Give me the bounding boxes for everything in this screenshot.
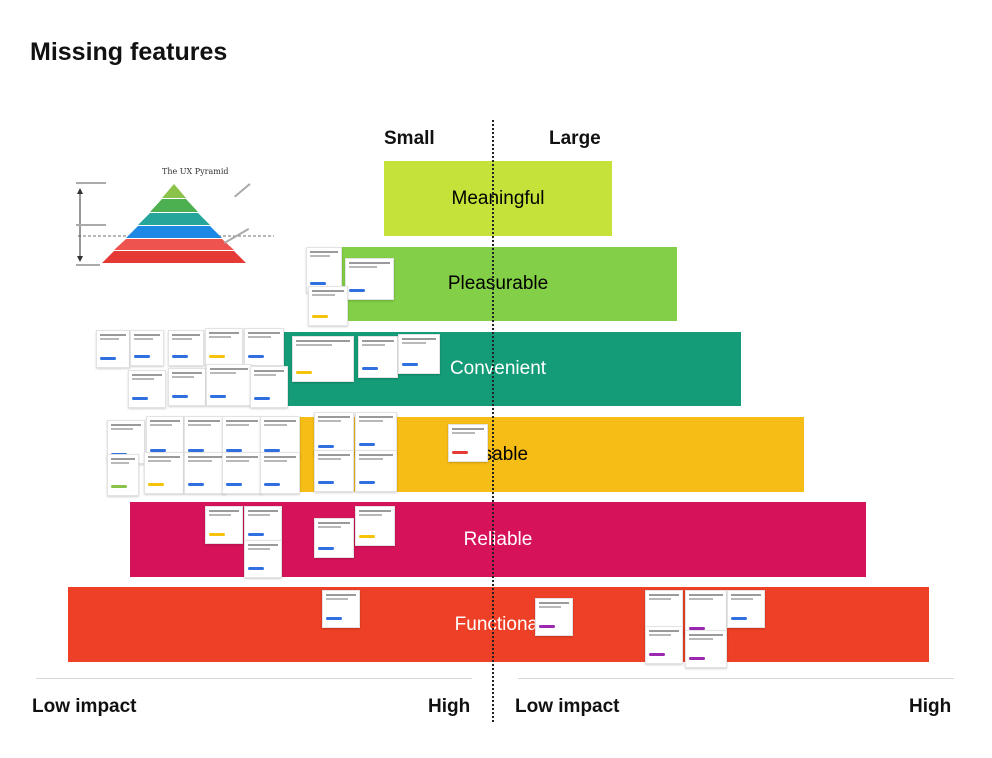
axis-low-impact-right: Low impact [515,696,620,717]
sticky-note[interactable] [244,506,282,544]
sticky-tag [264,449,280,452]
page-title: Missing features [30,38,228,66]
sticky-tag [226,483,242,486]
sticky-note[interactable] [314,450,354,492]
sticky-tag [318,547,334,550]
sticky-note[interactable] [355,412,397,454]
sticky-tag [362,367,378,370]
sticky-tag [248,533,264,536]
sticky-tag [248,355,264,358]
level-meaningful: Meaningful [384,161,612,236]
column-label-large: Large [549,128,601,149]
sticky-tag [539,625,555,628]
sticky-note[interactable] [314,518,354,558]
sticky-note[interactable] [306,247,342,293]
column-label-small: Small [384,128,435,149]
mini-pyramid-title: The UX Pyramid [162,167,229,176]
sticky-tag [210,395,226,398]
axis-line-left [36,678,472,679]
ux-pyramid-thumbnail: The UX Pyramid [74,160,279,280]
level-label-pleasurable: Pleasurable [447,273,549,294]
sticky-tag [452,451,468,454]
size-divider [492,120,494,722]
sticky-tag [318,481,334,484]
sticky-tag [134,355,150,358]
sticky-note[interactable] [168,368,206,406]
axis-high-right: High [909,696,952,717]
level-label-functional: Functional [454,613,543,635]
sticky-note[interactable] [645,626,683,664]
ux-pyramid-illustration: The UX Pyramid [76,167,274,266]
sticky-note[interactable] [168,330,204,366]
sticky-note[interactable] [308,286,348,326]
axis-line-right [518,678,954,679]
sticky-note[interactable] [398,334,440,374]
sticky-note[interactable] [206,364,252,406]
sticky-tag [359,481,375,484]
sticky-note[interactable] [355,450,397,492]
sticky-note[interactable] [128,370,166,408]
sticky-tag [326,617,342,620]
level-functional: Functional [68,587,929,662]
sticky-note[interactable] [107,454,139,496]
axis-high-left: High [428,696,471,717]
sticky-tag [318,445,334,448]
sticky-note[interactable] [244,540,282,578]
sticky-tag [310,282,326,285]
sticky-note[interactable] [222,452,262,494]
level-label-convenient: Convenient [449,358,547,379]
sticky-tag [689,627,705,630]
sticky-note[interactable] [144,452,184,494]
level-label-meaningful: Meaningful [451,187,545,209]
sticky-tag [172,395,188,398]
sticky-tag [248,567,264,570]
sticky-tag [402,363,418,366]
sticky-tag [649,653,665,656]
sticky-note[interactable] [727,590,765,628]
sticky-note[interactable] [205,328,243,366]
sticky-note[interactable] [448,424,488,462]
level-label-reliable: Reliable [463,528,533,550]
axis-low-impact-left: Low impact [32,696,137,717]
sticky-tag [349,289,365,292]
sticky-tag [689,657,705,660]
sticky-tag [226,449,242,452]
sticky-tag [188,483,204,486]
sticky-note[interactable] [358,336,398,378]
sticky-tag [132,397,148,400]
sticky-tag [188,449,204,452]
sticky-tag [100,357,116,360]
sticky-tag [254,397,270,400]
sticky-note[interactable] [355,506,395,546]
sticky-tag [296,371,312,374]
sticky-note[interactable] [205,506,243,544]
sticky-tag [312,315,328,318]
sticky-tag [359,443,375,446]
sticky-tag [172,355,188,358]
sticky-note[interactable] [345,258,394,300]
sticky-tag [209,355,225,358]
sticky-note[interactable] [535,598,573,636]
sticky-note[interactable] [292,336,354,382]
sticky-note[interactable] [96,330,130,368]
sticky-note[interactable] [260,452,300,494]
sticky-note[interactable] [322,590,360,628]
sticky-note[interactable] [130,330,164,366]
sticky-note[interactable] [184,452,226,494]
sticky-tag [150,449,166,452]
sticky-tag [731,617,747,620]
sticky-tag [111,485,127,488]
sticky-tag [264,483,280,486]
sticky-tag [359,535,375,538]
sticky-note[interactable] [314,412,354,456]
sticky-note[interactable] [250,366,288,408]
sticky-note[interactable] [685,630,727,668]
sticky-note[interactable] [244,328,284,366]
sticky-tag [209,533,225,536]
sticky-tag [148,483,164,486]
